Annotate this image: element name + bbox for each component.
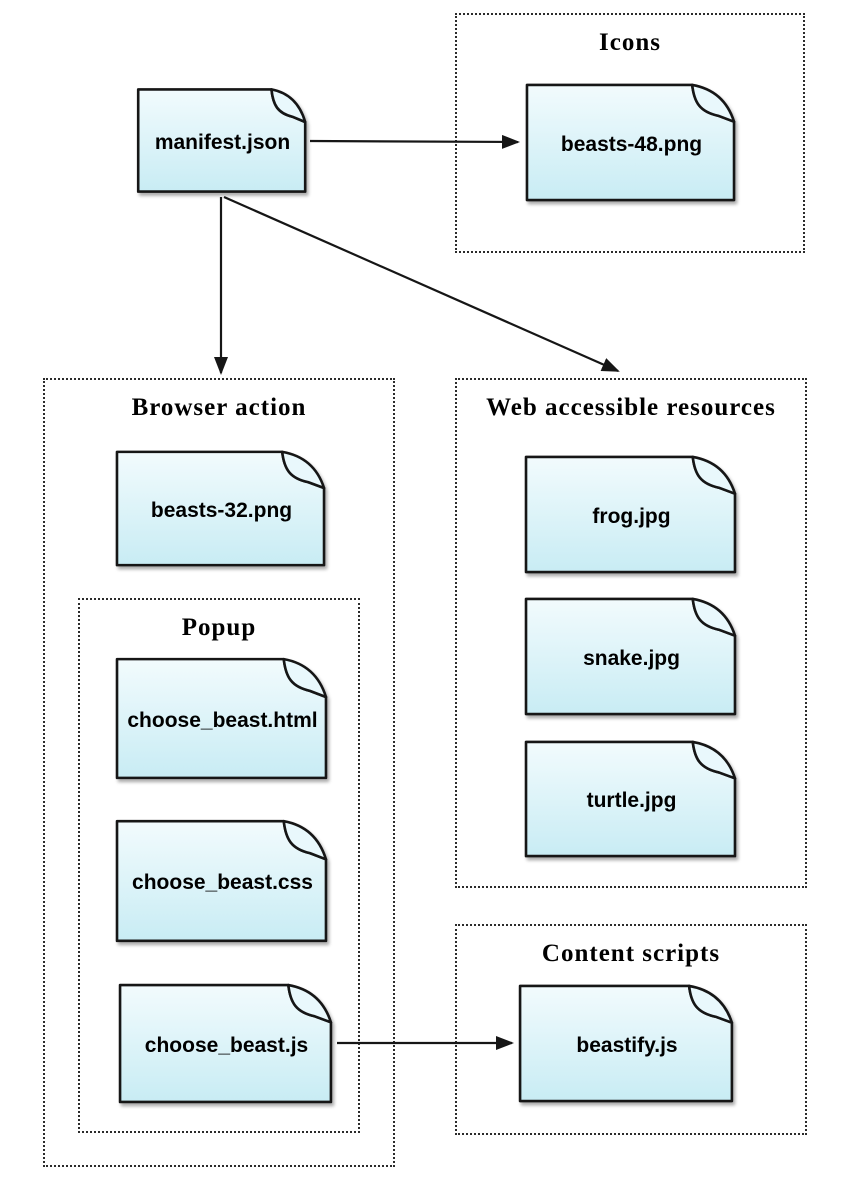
document-shape-icon xyxy=(113,447,330,570)
file-label-choose-beast-js: choose_beast.js xyxy=(144,1033,309,1057)
document-shape-icon xyxy=(523,80,740,205)
file-beasts-48-png: beasts-48.png xyxy=(523,80,740,205)
document-shape-icon xyxy=(113,654,332,783)
file-choose-beast-js: choose_beast.js xyxy=(116,980,337,1107)
file-choose-beast-css: choose_beast.css xyxy=(113,816,332,946)
group-icons: Icons xyxy=(455,13,805,253)
document-shape-icon xyxy=(516,981,738,1106)
file-label-frog: frog.jpg xyxy=(592,504,671,528)
file-label-choose-beast-css: choose_beast.css xyxy=(132,871,313,894)
group-content-scripts-title: Content scripts xyxy=(541,940,721,967)
file-label-beastify: beastify.js xyxy=(576,1033,678,1057)
file-label-choose-beast-html: choose_beast.html xyxy=(127,708,318,732)
group-popup: Popup xyxy=(78,598,360,1133)
file-label-beasts-32: beasts-32.png xyxy=(150,498,293,522)
file-turtle-jpg: turtle.jpg xyxy=(522,737,741,861)
file-manifest-json: manifest.json xyxy=(135,85,310,196)
document-shape-icon xyxy=(522,737,741,861)
group-web-accessible-resources: Web accessible resources xyxy=(455,378,807,888)
file-choose-beast-html: choose_beast.html xyxy=(113,654,332,783)
document-shape-icon xyxy=(116,980,337,1107)
document-shape-icon xyxy=(135,85,310,196)
document-shape-icon xyxy=(522,452,741,577)
group-content-scripts: Content scripts xyxy=(455,924,807,1135)
file-label-snake: snake.jpg xyxy=(583,646,680,670)
file-frog-jpg: frog.jpg xyxy=(522,452,741,577)
file-beasts-32-png: beasts-32.png xyxy=(113,447,330,570)
file-label-turtle: turtle.jpg xyxy=(586,789,677,812)
group-web-accessible-resources-title: Web accessible resources xyxy=(486,394,776,421)
file-label-beasts-48: beasts-48.png xyxy=(560,132,703,156)
file-label-manifest: manifest.json xyxy=(154,130,291,154)
document-shape-icon xyxy=(522,594,741,719)
document-shape-icon xyxy=(113,816,332,946)
group-browser-action-title: Browser action xyxy=(131,394,307,421)
group-browser-action: Browser action xyxy=(43,378,395,1167)
file-beastify-js: beastify.js xyxy=(516,981,738,1106)
group-icons-title: Icons xyxy=(599,29,661,56)
group-popup-title: Popup xyxy=(181,614,257,641)
file-snake-jpg: snake.jpg xyxy=(522,594,741,719)
